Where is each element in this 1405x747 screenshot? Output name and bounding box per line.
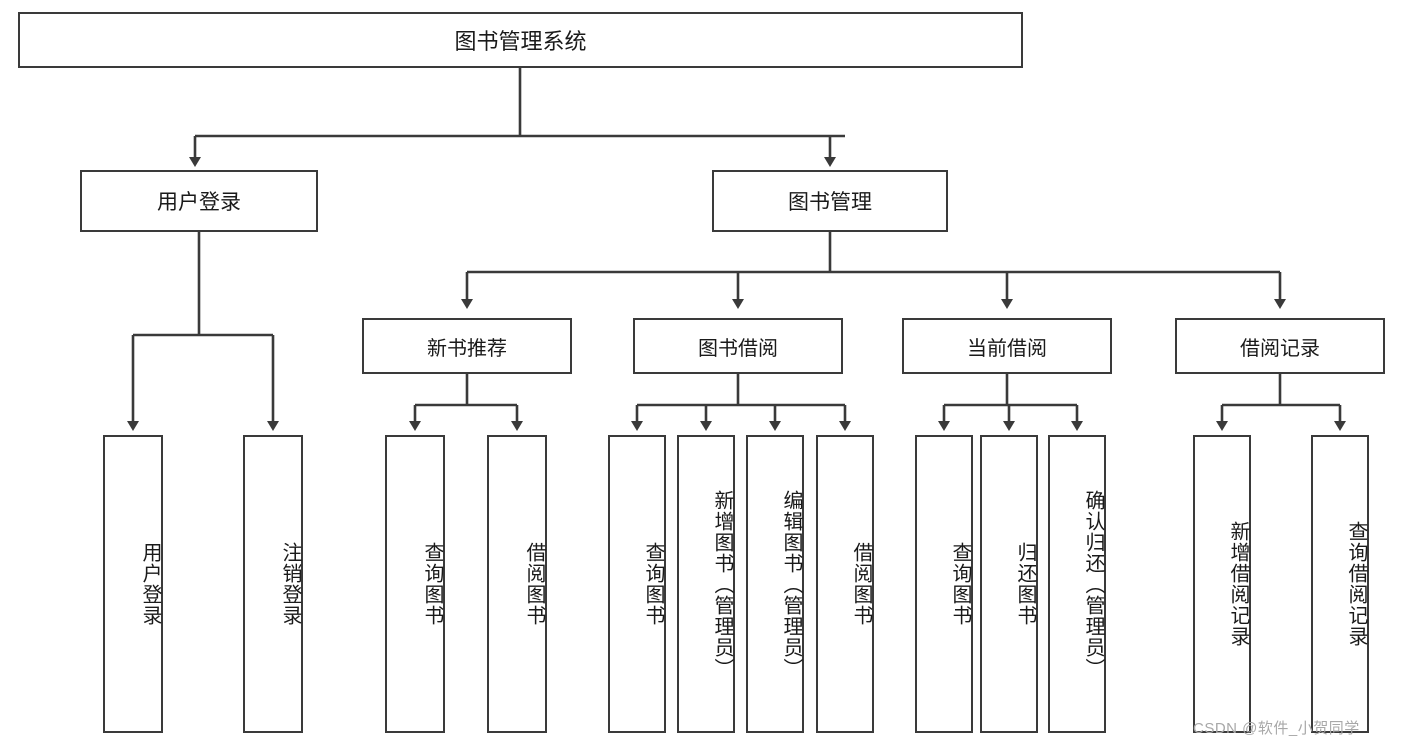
node-borrow-record[interactable]: 借阅记录 (1175, 318, 1385, 374)
node-user-login-label: 用户登录 (157, 191, 241, 214)
node-root[interactable]: 图书管理系统 (18, 12, 1023, 68)
node-user-login[interactable]: 用户登录 (80, 170, 318, 232)
leaf-user-login-signin[interactable]: 用户登录 (103, 435, 163, 733)
leaf-borrow-query-book-label: 查询图书 (642, 542, 664, 626)
node-borrow-record-label: 借阅记录 (1240, 337, 1320, 360)
leaf-current-return-book-label: 归还图书 (1014, 542, 1036, 626)
leaf-current-query-book-label: 查询图书 (949, 542, 971, 626)
node-current-borrow[interactable]: 当前借阅 (902, 318, 1112, 374)
leaf-borrow-edit-book[interactable]: 编辑图书（管理员） (746, 435, 804, 733)
leaf-borrow-query-book[interactable]: 查询图书 (608, 435, 666, 733)
leaf-record-query-record[interactable]: 查询借阅记录 (1311, 435, 1369, 733)
node-current-borrow-label: 当前借阅 (967, 337, 1047, 360)
leaf-recommend-borrow-book[interactable]: 借阅图书 (487, 435, 547, 733)
leaf-record-query-record-label: 查询借阅记录 (1345, 521, 1367, 647)
leaf-borrow-edit-book-label: 编辑图书（管理员） (780, 489, 802, 679)
leaf-borrow-borrow-book-label: 借阅图书 (850, 542, 872, 626)
leaf-user-login-signin-label: 用户登录 (139, 542, 161, 626)
leaf-record-add-record[interactable]: 新增借阅记录 (1193, 435, 1251, 733)
leaf-user-login-signout-label: 注销登录 (279, 542, 301, 626)
node-new-book-recommend[interactable]: 新书推荐 (362, 318, 572, 374)
leaf-borrow-add-book[interactable]: 新增图书（管理员） (677, 435, 735, 733)
leaf-current-confirm-return[interactable]: 确认归还（管理员） (1048, 435, 1106, 733)
node-book-borrow-label: 图书借阅 (698, 337, 778, 360)
watermark: CSDN @软件_小贺同学 (1193, 720, 1360, 737)
leaf-record-add-record-label: 新增借阅记录 (1227, 521, 1249, 647)
leaf-current-confirm-return-label: 确认归还（管理员） (1082, 489, 1104, 679)
leaf-borrow-borrow-book[interactable]: 借阅图书 (816, 435, 874, 733)
leaf-user-login-signout[interactable]: 注销登录 (243, 435, 303, 733)
leaf-recommend-query-book[interactable]: 查询图书 (385, 435, 445, 733)
leaf-recommend-query-book-label: 查询图书 (421, 542, 443, 626)
leaf-borrow-add-book-label: 新增图书（管理员） (711, 489, 733, 679)
node-new-book-recommend-label: 新书推荐 (427, 337, 507, 360)
node-book-management-label: 图书管理 (788, 191, 872, 214)
leaf-current-query-book[interactable]: 查询图书 (915, 435, 973, 733)
leaf-current-return-book[interactable]: 归还图书 (980, 435, 1038, 733)
leaf-recommend-borrow-book-label: 借阅图书 (523, 542, 545, 626)
node-book-borrow[interactable]: 图书借阅 (633, 318, 843, 374)
node-root-label: 图书管理系统 (454, 29, 587, 54)
node-book-management[interactable]: 图书管理 (712, 170, 948, 232)
